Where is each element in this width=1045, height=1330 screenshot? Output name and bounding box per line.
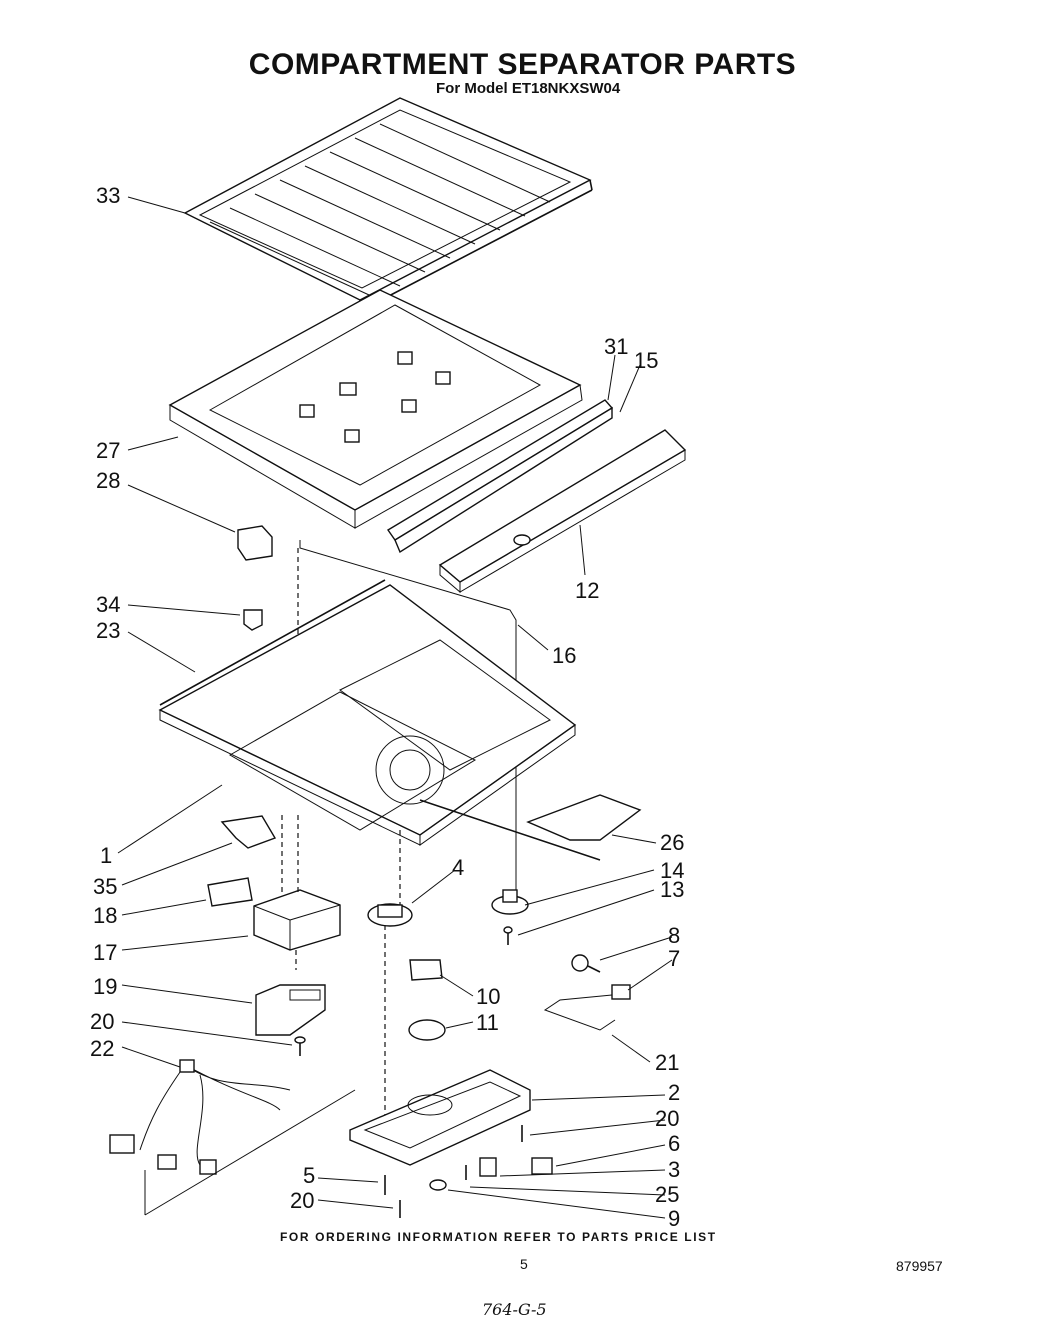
leader-lines bbox=[117, 196, 673, 1219]
callout-7: 7 bbox=[668, 946, 681, 971]
callout-21: 21 bbox=[655, 1050, 680, 1075]
callout-20-lower: 20 bbox=[290, 1188, 315, 1213]
part-35-bracket bbox=[220, 815, 277, 849]
part-23-separator bbox=[158, 579, 577, 846]
part-21-wire bbox=[543, 994, 616, 1031]
callout-1: 1 bbox=[100, 843, 113, 868]
callout-25: 25 bbox=[655, 1182, 680, 1207]
part-10-switch bbox=[409, 959, 443, 981]
part-7-socket bbox=[611, 984, 631, 1000]
page-number: 5 bbox=[520, 1256, 528, 1272]
part-8-bulb bbox=[571, 954, 601, 973]
callout-10: 10 bbox=[476, 984, 501, 1009]
part-33-shelf-grille bbox=[183, 97, 593, 311]
callout-23: 23 bbox=[96, 618, 121, 643]
part-26-cover bbox=[526, 794, 642, 841]
callout-34: 34 bbox=[96, 592, 121, 617]
callout-4: 4 bbox=[452, 855, 465, 880]
part-4-motor-mount bbox=[367, 903, 413, 927]
part-18-lens bbox=[207, 877, 253, 907]
callout-6: 6 bbox=[668, 1131, 681, 1156]
reference-number: 879957 bbox=[896, 1258, 943, 1274]
callout-11: 11 bbox=[476, 1010, 499, 1035]
part-14-mount bbox=[491, 889, 529, 915]
part-22-harness bbox=[109, 1059, 356, 1216]
part-28-block bbox=[237, 525, 273, 561]
callout-9: 9 bbox=[668, 1206, 681, 1231]
part-2-lower-housing bbox=[349, 1069, 531, 1166]
callout-2: 2 bbox=[668, 1080, 681, 1105]
callout-12: 12 bbox=[575, 578, 600, 603]
callout-20-upper: 20 bbox=[90, 1009, 115, 1034]
part-34-plug bbox=[243, 609, 263, 631]
callout-3: 3 bbox=[668, 1157, 681, 1182]
callout-15: 15 bbox=[634, 348, 659, 373]
callout-26: 26 bbox=[660, 830, 685, 855]
part-3-relay bbox=[479, 1157, 497, 1177]
callout-14: 14 bbox=[660, 858, 685, 883]
callout-8: 8 bbox=[668, 923, 681, 948]
part-12-channel bbox=[438, 429, 687, 594]
part-17-housing bbox=[253, 889, 341, 951]
callout-27: 27 bbox=[96, 438, 121, 463]
callout-13: 13 bbox=[660, 877, 685, 902]
callout-16: 16 bbox=[552, 643, 577, 668]
part-31-strip bbox=[386, 399, 614, 554]
callout-33: 33 bbox=[96, 183, 121, 208]
callout-28: 28 bbox=[96, 468, 121, 493]
part-11-disk bbox=[408, 1019, 446, 1041]
callout-18: 18 bbox=[93, 903, 118, 928]
callout-22: 22 bbox=[90, 1036, 115, 1061]
part-19-control bbox=[255, 984, 326, 1036]
part-27-cover bbox=[168, 289, 583, 529]
part-6-switch bbox=[531, 1157, 553, 1175]
part-9-cap bbox=[429, 1179, 447, 1191]
callout-19: 19 bbox=[93, 974, 118, 999]
callout-20-middle: 20 bbox=[655, 1106, 680, 1131]
callout-35: 35 bbox=[93, 874, 118, 899]
ordering-info-note: FOR ORDERING INFORMATION REFER TO PARTS … bbox=[280, 1230, 717, 1244]
handwritten-note: 764-G-5 bbox=[482, 1300, 547, 1319]
model-subtitle: For Model ET18NKXSW04 bbox=[436, 80, 621, 97]
callout-5: 5 bbox=[303, 1163, 316, 1188]
callout-31: 31 bbox=[604, 334, 629, 359]
page-title: COMPARTMENT SEPARATOR PARTS bbox=[248, 48, 797, 81]
callout-17: 17 bbox=[93, 940, 118, 965]
